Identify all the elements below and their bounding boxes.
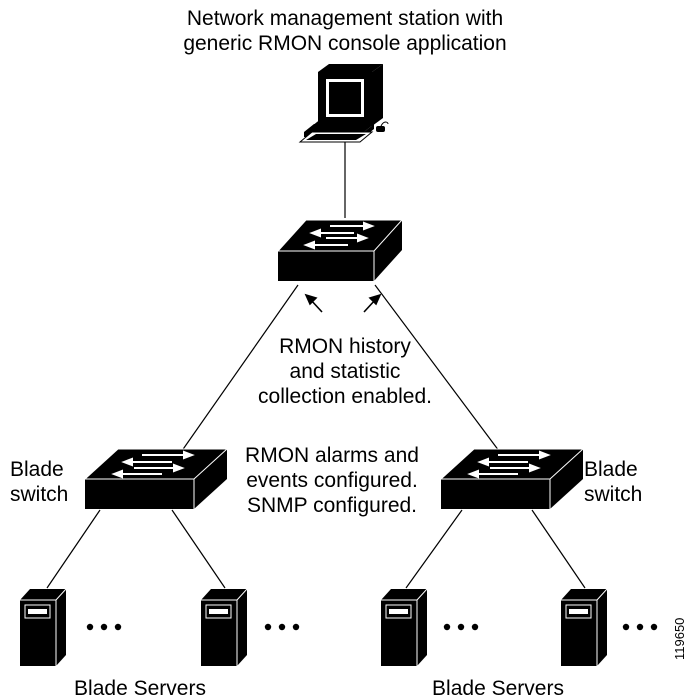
left-switch-line2: switch	[10, 483, 69, 506]
left-servers-label: Blade Servers	[74, 677, 206, 700]
station-label-line2: generic RMON console application	[183, 32, 507, 55]
ellipsis-icon	[264, 623, 300, 631]
rmon-edge-line1: RMON alarms and	[245, 444, 419, 467]
rmon-edge-line3: SNMP configured.	[246, 494, 418, 517]
server-icon	[561, 588, 608, 666]
link-core-right-switch	[374, 284, 509, 464]
link-left-switch-server-1	[46, 509, 101, 589]
right-servers-label: Blade Servers	[432, 677, 564, 700]
link-right-switch-server-2	[531, 509, 586, 589]
rmon-core-label: RMON history and statistic collection en…	[250, 334, 440, 409]
right-switch-line1: Blade	[584, 458, 638, 481]
rmon-core-line2: and statistic	[289, 360, 401, 383]
ellipsis-icon	[443, 623, 479, 631]
switch-icon	[83, 448, 229, 509]
figure-id: 119650	[672, 617, 687, 660]
rmon-edge-line2: events configured.	[246, 469, 418, 492]
arrow-icon	[304, 293, 382, 313]
server-icon	[20, 588, 67, 666]
left-switch-label: Blade switch	[10, 457, 68, 507]
ellipsis-icon	[86, 623, 122, 631]
link-left-switch-server-2	[171, 509, 226, 589]
ellipsis-icon	[622, 623, 658, 631]
station-label-line1: Network management station with	[186, 7, 504, 30]
right-switch-label: Blade switch	[584, 457, 642, 507]
rmon-core-line1: RMON history	[279, 335, 411, 358]
station-label: Network management station with generic …	[155, 6, 535, 56]
link-core-left-switch	[171, 284, 299, 466]
server-icon	[381, 588, 428, 666]
rmon-edge-label: RMON alarms and events configured. SNMP …	[226, 443, 438, 518]
right-switch-line2: switch	[584, 483, 643, 506]
rmon-core-line3: collection enabled.	[258, 385, 432, 408]
link-right-switch-server-1	[405, 509, 463, 589]
switch-icon	[276, 219, 404, 281]
workstation-icon	[298, 64, 389, 143]
server-icon	[201, 588, 248, 666]
switch-icon	[439, 448, 585, 509]
connections	[46, 136, 586, 589]
left-switch-line1: Blade	[10, 458, 64, 481]
